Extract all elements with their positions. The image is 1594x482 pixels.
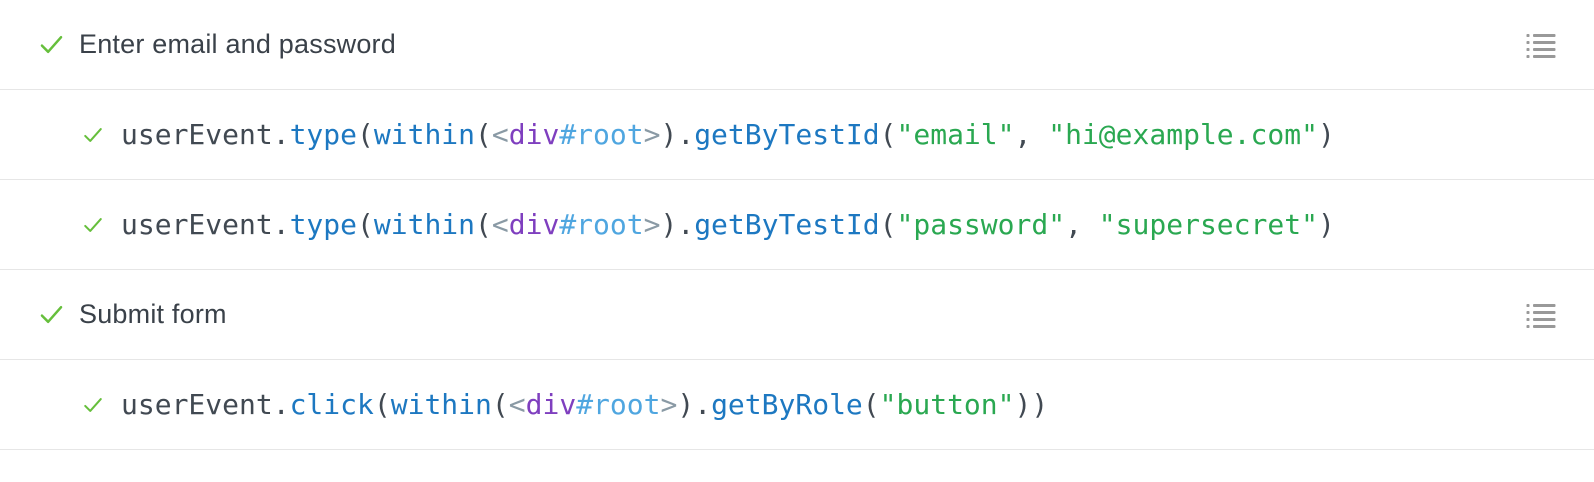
status-passed-check-icon [82, 394, 104, 416]
interaction-call-row[interactable]: userEvent.click(within(<div#root>).getBy… [0, 360, 1594, 450]
interaction-call-code: userEvent.type(within(<div#root>).getByT… [121, 207, 1335, 241]
interaction-group-row[interactable]: Enter email and password [0, 0, 1594, 90]
interaction-call-code: userEvent.click(within(<div#root>).getBy… [121, 387, 1049, 421]
interaction-call-row[interactable]: userEvent.type(within(<div#root>).getByT… [0, 180, 1594, 270]
status-passed-check-icon [82, 214, 104, 236]
status-passed-check-icon [82, 124, 104, 146]
interaction-group-label: Submit form [79, 299, 227, 329]
interaction-group-label: Enter email and password [79, 29, 396, 59]
unordered-list-icon[interactable] [1526, 32, 1556, 58]
unordered-list-icon[interactable] [1526, 302, 1556, 328]
interaction-call-code: userEvent.type(within(<div#root>).getByT… [121, 117, 1335, 151]
interaction-list: Enter email and password userEvent.type(w… [0, 0, 1594, 450]
interaction-call-row[interactable]: userEvent.type(within(<div#root>).getByT… [0, 90, 1594, 180]
interaction-group-row[interactable]: Submit form [0, 270, 1594, 360]
status-passed-check-icon [38, 301, 65, 328]
status-passed-check-icon [38, 31, 65, 58]
